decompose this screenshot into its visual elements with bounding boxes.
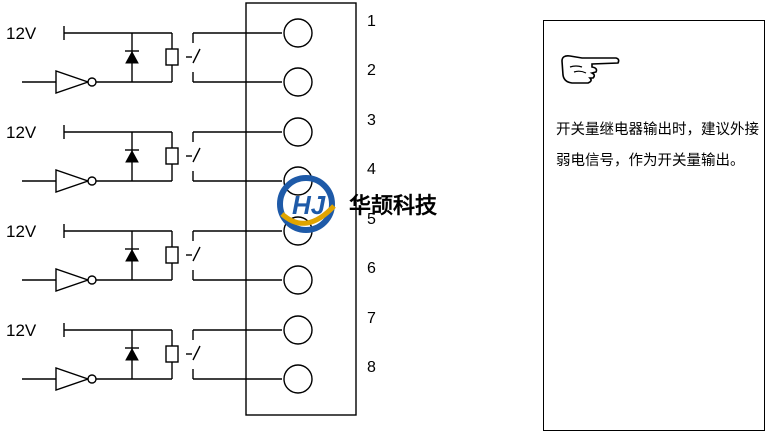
diode-symbol xyxy=(125,149,139,163)
logo-letters: HJ xyxy=(292,190,326,220)
terminal-block xyxy=(245,2,357,416)
terminal-number: 6 xyxy=(367,260,376,277)
inverter-bubble xyxy=(87,374,97,384)
logo-ring xyxy=(277,175,335,233)
watermark-logo: HJ 华颉科技 xyxy=(277,175,438,233)
relay-contact xyxy=(192,345,201,361)
diode-symbol xyxy=(125,248,139,262)
supply-label: 12V xyxy=(6,123,37,142)
inverter-bubble xyxy=(87,176,97,186)
inverter-bubble xyxy=(87,275,97,285)
diode-symbol xyxy=(125,50,139,64)
relay-coil xyxy=(165,147,179,165)
terminal-number: 7 xyxy=(367,310,376,327)
inverter-gate xyxy=(55,70,91,94)
terminal-screw xyxy=(283,18,313,48)
pointing-hand-icon xyxy=(561,55,620,84)
inverter-gate xyxy=(55,367,91,391)
supply-label: 12V xyxy=(6,24,37,43)
terminal-number: 2 xyxy=(367,62,376,79)
terminal-screw xyxy=(283,265,313,295)
diode-symbol xyxy=(125,347,139,361)
inverter-gate xyxy=(55,268,91,292)
relay-coil xyxy=(165,246,179,264)
relay-contact xyxy=(192,147,201,163)
relay-contact xyxy=(192,48,201,64)
terminal-number: 5 xyxy=(367,211,376,228)
note-box: 开关量继电器输出时，建议外接弱电信号，作为开关量输出。 xyxy=(543,20,765,431)
terminal-number: 4 xyxy=(367,161,376,178)
inverter-gate xyxy=(55,169,91,193)
relay-contact xyxy=(192,246,201,262)
supply-label: 12V xyxy=(6,222,37,241)
relay-coil xyxy=(165,345,179,363)
terminal-number: 8 xyxy=(367,359,376,376)
terminal-number: 1 xyxy=(367,13,376,30)
inverter-bubble xyxy=(87,77,97,87)
terminal-number: 3 xyxy=(367,112,376,129)
terminal-screw xyxy=(283,364,313,394)
supply-label: 12V xyxy=(6,321,37,340)
relay-coil xyxy=(165,48,179,66)
terminal-screw xyxy=(283,315,313,345)
note-text: 开关量继电器输出时，建议外接弱电信号，作为开关量输出。 xyxy=(556,122,759,169)
company-name: 华颉科技 xyxy=(349,193,438,219)
logo-swoosh xyxy=(280,204,336,226)
terminal-screw xyxy=(283,67,313,97)
terminal-screw xyxy=(283,117,313,147)
